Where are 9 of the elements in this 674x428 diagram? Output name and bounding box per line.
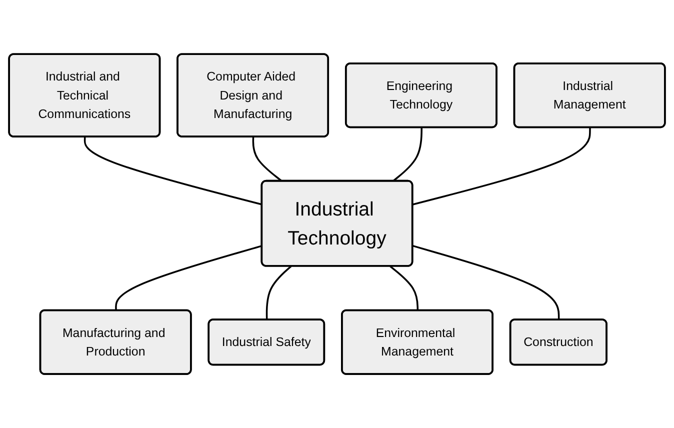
connector xyxy=(266,266,292,320)
connector xyxy=(115,244,262,311)
diagram: Computer Aided Design and Manufacturing Industrial and Technical Communications Engineering Technology Industrial Management Industrial Technology Manufacturing and Production Industrial Safety Environmental Management Construction xyxy=(2,46,672,382)
connector xyxy=(412,128,591,206)
connector xyxy=(412,244,560,320)
connector xyxy=(390,266,419,311)
connector xyxy=(392,128,423,182)
connector xyxy=(84,136,262,206)
connector xyxy=(252,136,283,182)
